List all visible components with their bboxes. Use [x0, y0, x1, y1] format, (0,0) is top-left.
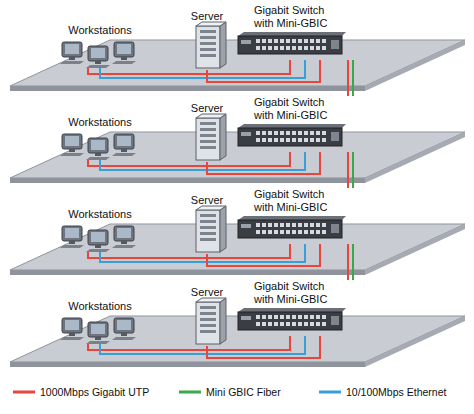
cable-link: [88, 60, 290, 74]
device-label: Workstations: [50, 24, 150, 37]
backbone-link: [352, 152, 354, 188]
workstations-group: Workstations: [50, 208, 150, 252]
legend-text: Mini GBIC Fiber: [206, 386, 281, 399]
server-unit: Server: [183, 102, 231, 162]
cable-link: [207, 152, 320, 174]
backbone-link: [352, 60, 354, 96]
cable-link: [100, 336, 305, 354]
workstations-group: Workstations: [50, 116, 150, 160]
legend-item: Mini GBIC Fiber: [178, 384, 281, 400]
server-tower: [196, 298, 226, 344]
gigabit-switch: Gigabit Switch with Mini-GBIC: [232, 4, 358, 60]
workstation-icons: [60, 42, 136, 68]
workstation-icons: [60, 318, 136, 344]
backbone-link: [347, 244, 349, 280]
switch-icon: [238, 32, 346, 54]
cable-link: [100, 60, 305, 78]
device-label: Server: [183, 10, 231, 23]
cable-link: [88, 244, 290, 258]
server-tower: [196, 22, 226, 68]
device-label: Workstations: [50, 116, 150, 129]
device-label: Gigabit Switch with Mini-GBIC: [254, 188, 342, 214]
cable-link: [88, 336, 290, 350]
workstations-group: Workstations: [50, 300, 150, 344]
cable-link: [207, 336, 320, 358]
gigabit-switch: Gigabit Switch with Mini-GBIC: [232, 280, 358, 336]
gigabit-switch: Gigabit Switch with Mini-GBIC: [232, 96, 358, 152]
device-label: Gigabit Switch with Mini-GBIC: [254, 96, 342, 122]
server-tower: [196, 114, 226, 160]
workstations-group: Workstations: [50, 24, 150, 68]
device-label: Server: [183, 286, 231, 299]
server-tower: [196, 206, 226, 252]
server-unit: Server: [183, 194, 231, 254]
legend-text: 1000Mbps Gigabit UTP: [40, 386, 149, 399]
device-label: Workstations: [50, 300, 150, 313]
legend-item: 1000Mbps Gigabit UTP: [12, 384, 149, 400]
switch-icon: [238, 216, 346, 238]
server-unit: Server: [183, 286, 231, 346]
cable-link: [207, 60, 320, 82]
device-label: Workstations: [50, 208, 150, 221]
device-label: Server: [183, 194, 231, 207]
backbone-link: [352, 244, 354, 280]
legend-line-sample: [318, 387, 342, 397]
device-label: Server: [183, 102, 231, 115]
device-label: Gigabit Switch with Mini-GBIC: [254, 280, 342, 306]
workstation-icons: [60, 134, 136, 160]
cable-link: [207, 244, 320, 266]
workstation-icons: [60, 226, 136, 252]
backbone-link: [347, 60, 349, 96]
cable-link: [100, 152, 305, 170]
cable-link: [88, 152, 290, 166]
switch-icon: [238, 308, 346, 330]
legend-text: 10/100Mbps Ethernet: [346, 386, 446, 399]
server-unit: Server: [183, 10, 231, 70]
backbone-link: [347, 152, 349, 188]
legend-item: 10/100Mbps Ethernet: [318, 384, 446, 400]
legend-line-sample: [12, 387, 36, 397]
gigabit-switch: Gigabit Switch with Mini-GBIC: [232, 188, 358, 244]
cable-link: [100, 244, 305, 262]
switch-icon: [238, 124, 346, 146]
device-label: Gigabit Switch with Mini-GBIC: [254, 4, 342, 30]
legend: 1000Mbps Gigabit UTP Mini GBIC Fiber 10/10…: [0, 384, 474, 404]
legend-line-sample: [178, 387, 202, 397]
